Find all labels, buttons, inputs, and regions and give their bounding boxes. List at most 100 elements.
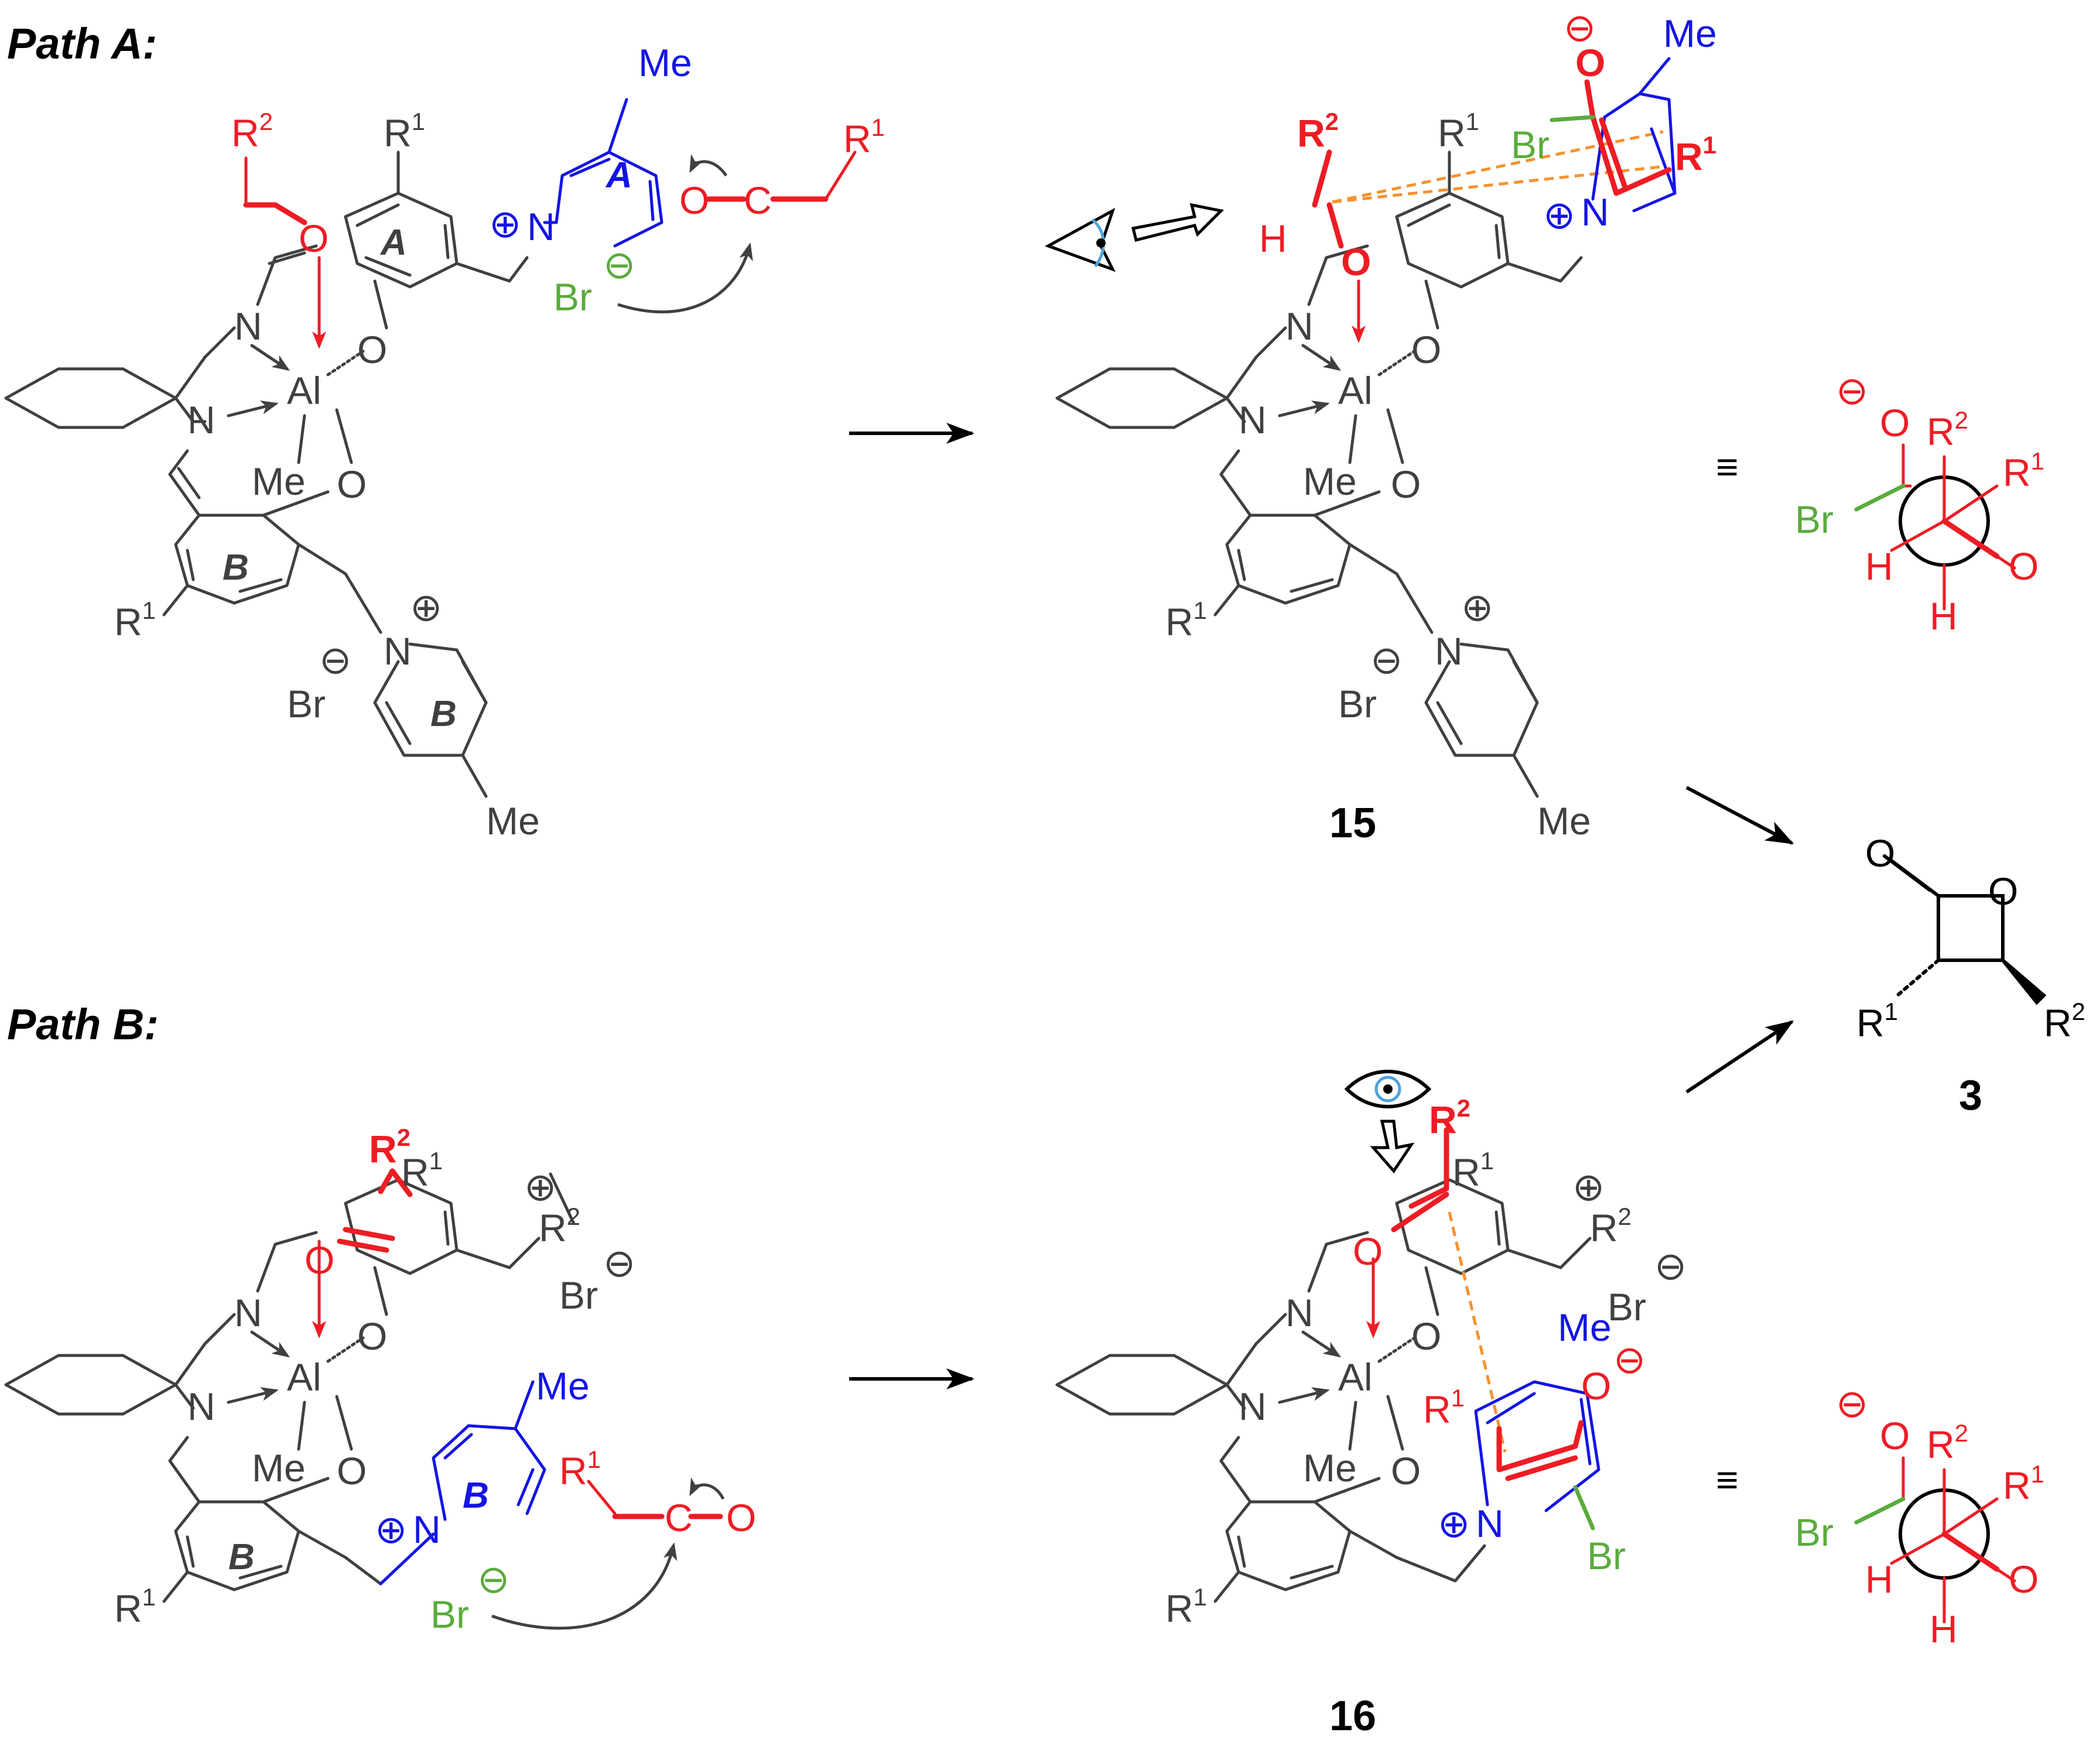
label-R2-aldehyde: R2: [231, 108, 273, 155]
equiv-b: ≡: [1716, 1458, 1739, 1501]
label-plus-pyB: ⊕: [410, 586, 442, 629]
svg-text:R1: R1: [1856, 998, 1898, 1045]
label-N-15-blue: N: [1581, 190, 1609, 234]
label-N-upper: N: [234, 304, 262, 348]
label-Me-15-Al: Me: [1303, 460, 1357, 503]
product-3: O O R1 R2 3: [1856, 831, 2085, 1119]
label-C-ketene: C: [744, 179, 772, 222]
label-N-pyA: N: [527, 205, 555, 248]
svg-text:Al: Al: [1338, 1355, 1373, 1399]
label-minus-15-O: ⊖: [1564, 6, 1596, 49]
svg-text:R2: R2: [539, 1203, 580, 1249]
label-Me-pyA: Me: [638, 41, 692, 84]
svg-text:⊖: ⊖: [1613, 1338, 1646, 1381]
svg-text:O: O: [1865, 831, 1895, 875]
svg-text:C: C: [665, 1496, 693, 1539]
svg-text:R1: R1: [401, 1147, 443, 1194]
path-a-reactant-complex: R2 O R1 A N O Al N Me O B R1 N ⊕ Br ⊖ B …: [4, 41, 885, 843]
equiv-a: ≡: [1716, 445, 1739, 488]
svg-text:N: N: [187, 1385, 216, 1428]
svg-text:O: O: [305, 1238, 334, 1282]
svg-text:R2: R2: [1590, 1203, 1632, 1249]
svg-text:Br: Br: [1795, 498, 1834, 541]
svg-text:N: N: [1476, 1502, 1504, 1545]
svg-text:Br: Br: [1608, 1285, 1646, 1329]
svg-text:H: H: [1930, 594, 1958, 638]
label-H-15: H: [1259, 217, 1287, 260]
svg-text:O: O: [1353, 1230, 1383, 1273]
label-plus-pyA: ⊕: [489, 202, 521, 245]
svg-text:R1: R1: [114, 1583, 156, 1630]
svg-text:R2: R2: [1429, 1094, 1470, 1141]
svg-text:R1: R1: [1423, 1384, 1465, 1431]
svg-text:⊖: ⊖: [603, 1241, 635, 1285]
compound-label-15: 15: [1329, 800, 1376, 847]
label-Me-Al: Me: [252, 460, 306, 503]
label-Br-A: Br: [553, 275, 592, 319]
label-ring-B2: B: [430, 694, 457, 734]
svg-text:Me: Me: [536, 1364, 590, 1408]
svg-text:R2: R2: [369, 1124, 411, 1170]
eye-icon: [1344, 1070, 1432, 1108]
label-R1-15-bottom: R1: [1165, 597, 1207, 643]
label-Br-15-green: Br: [1511, 123, 1550, 166]
label-O-15-enol: O: [1575, 41, 1605, 84]
svg-text:Br: Br: [430, 1593, 469, 1636]
svg-text:N: N: [413, 1508, 441, 1551]
newman-projection-a: ≡ ⊖ O R2 R1 Br H O H: [1716, 369, 2044, 638]
label-ring-A: A: [379, 222, 407, 263]
svg-text:O: O: [1411, 1314, 1441, 1358]
svg-text:O: O: [726, 1496, 756, 1539]
label-R1-top: R1: [384, 108, 425, 155]
label-Br-15: Br: [1338, 682, 1377, 725]
svg-text:R2: R2: [1927, 1419, 1968, 1466]
label-plus-15-blue: ⊕: [1543, 193, 1575, 237]
svg-text:⊕: ⊕: [1438, 1502, 1470, 1545]
label-Me-15-py: Me: [1537, 799, 1591, 843]
path-b-title: Path B:: [7, 1000, 159, 1049]
svg-text:B: B: [463, 1475, 489, 1516]
label-minus-15-Br: ⊖: [1370, 638, 1403, 682]
label-Me-15-blue: Me: [1663, 12, 1717, 55]
svg-text:H: H: [1865, 545, 1893, 588]
svg-text:Me: Me: [252, 1446, 306, 1490]
path-a-title: Path A:: [7, 19, 157, 68]
label-N-15-upper: N: [1285, 304, 1314, 348]
label-ring-A-py: A: [605, 155, 632, 196]
svg-text:O: O: [1581, 1364, 1611, 1408]
compound-label-16: 16: [1329, 1693, 1376, 1740]
path-b-reactant-complex: R2 R1 ⊕ R2 Br ⊖ O N O Al N Me O B R1 Me …: [4, 1124, 756, 1636]
svg-text:O: O: [1880, 401, 1910, 444]
label-ring-B: B: [223, 547, 249, 588]
svg-text:Me: Me: [1558, 1306, 1612, 1349]
svg-text:B: B: [228, 1537, 255, 1577]
svg-text:N: N: [1239, 1385, 1267, 1428]
label-O-15-upper: O: [1411, 328, 1441, 371]
svg-text:Al: Al: [287, 1355, 322, 1399]
svg-text:R2: R2: [1927, 406, 1968, 453]
svg-text:Br: Br: [559, 1273, 598, 1317]
label-N-15-lower: N: [1239, 398, 1267, 441]
label-R1-ketene: R1: [843, 114, 885, 160]
label-R1-15-top: R1: [1438, 108, 1479, 155]
arrow-16-to-3: [1685, 1020, 1794, 1094]
label-Al: Al: [287, 369, 322, 412]
label-O-ketene: O: [679, 179, 709, 222]
view-arrow-icon: [1131, 203, 1225, 242]
intermediate-16: R2 R1 ⊕ R2 Br ⊖ O N O Al N Me O R1 Me O …: [1055, 1070, 1687, 1740]
svg-text:Br: Br: [1795, 1511, 1834, 1554]
arrow-15-to-3: [1685, 786, 1794, 845]
label-Br-B: Br: [287, 682, 326, 725]
compound-label-3: 3: [1959, 1072, 1982, 1119]
label-O-aldehyde: O: [299, 217, 329, 260]
svg-text:R1: R1: [1165, 1583, 1207, 1630]
svg-text:O: O: [2009, 1557, 2039, 1601]
svg-text:N: N: [234, 1291, 262, 1334]
label-Al-15: Al: [1338, 369, 1373, 412]
label-N-15-py: N: [1435, 629, 1463, 673]
intermediate-15: R2 H O R1 N O Al N Me O R1 N ⊕ Br ⊖ Me ⊖…: [1044, 6, 1717, 847]
svg-text:⊖: ⊖: [1836, 1382, 1868, 1425]
label-R1-bottom: R1: [114, 597, 156, 643]
svg-text:O: O: [1988, 869, 2018, 913]
